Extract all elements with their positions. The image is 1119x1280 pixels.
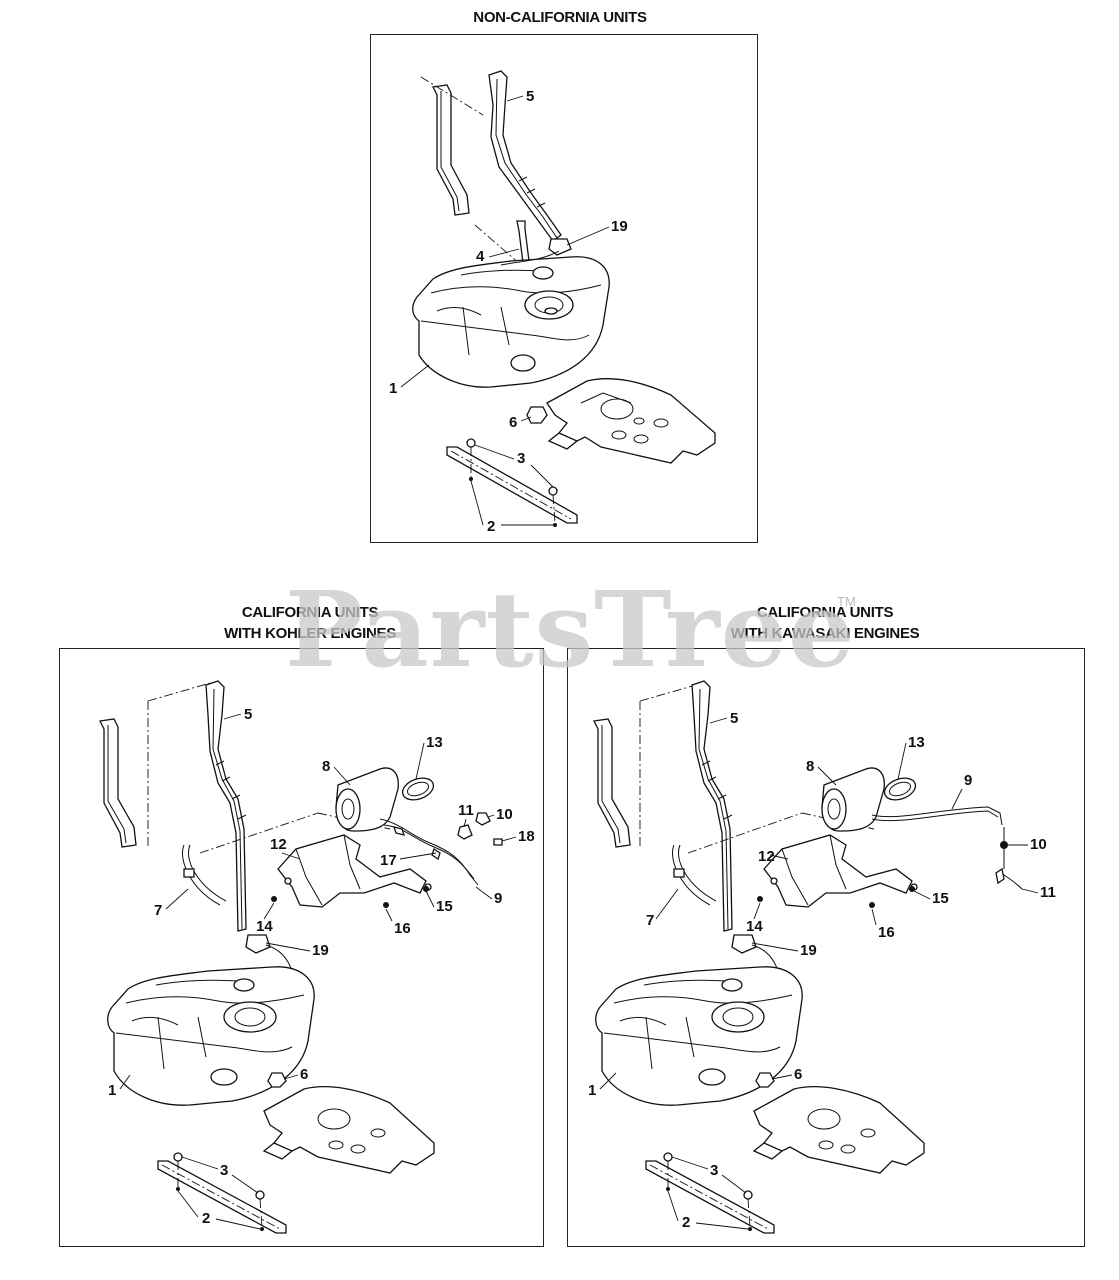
callout-18: 18 [518,828,535,845]
callout-6: 6 [509,414,517,431]
hose-connector [548,238,572,256]
fuel-filler-hose [691,680,733,932]
callout-8: 8 [322,758,330,775]
callout-7: 7 [646,912,654,929]
fuel-tank [107,966,315,1106]
callout-12: 12 [758,848,775,865]
diagram-kohler: 5 13 8 11 10 18 12 17 7 15 9 14 16 [99,680,535,1234]
callout-13: 13 [908,734,925,751]
fuel-tank [412,250,610,388]
callout-19: 19 [611,218,628,235]
callouts-non-california: 5 19 4 1 6 3 2 [389,88,628,535]
canister-bracket [763,834,918,908]
title-non-california: NON-CALIFORNIA UNITS [473,9,647,26]
callout-3: 3 [710,1162,718,1179]
callout-11: 11 [458,802,474,819]
diagram-kawasaki: 5 13 8 9 12 10 7 15 11 14 16 19 1 [588,680,1056,1234]
callout-1: 1 [108,1082,116,1099]
callouts-kawasaki: 5 13 8 9 12 10 7 15 11 14 16 19 1 [588,710,1056,1231]
fuel-line [182,844,227,906]
hardware [757,886,915,908]
canister-clamp [883,777,917,801]
trademark-mark: TM [837,594,856,609]
callouts-kohler: 5 13 8 11 10 18 12 17 7 15 9 14 16 [108,706,535,1230]
callout-1: 1 [389,380,397,397]
fuel-filler-hose [205,680,247,932]
fuel-fitting [755,1072,775,1088]
mounting-strip [446,438,578,527]
title-kohler-line1: CALIFORNIA UNITS [241,604,379,621]
callout-9: 9 [494,890,502,907]
evap-canister [335,767,399,832]
callout-11: 11 [1040,884,1056,901]
callout-15: 15 [436,898,453,915]
callout-2: 2 [487,518,495,535]
callout-6: 6 [794,1066,802,1083]
canister-clamp [401,777,435,801]
callout-19: 19 [312,942,329,959]
callout-16: 16 [878,924,895,941]
mounting-strip [157,1152,287,1234]
fuel-fitting [526,406,548,424]
seat-bracket [99,682,211,849]
partstree-watermark: PartsTree [285,568,856,691]
callout-13: 13 [426,734,443,751]
seat-bracket [420,76,522,266]
title-kohler: CALIFORNIA UNITS WITH KOHLER ENGINES [150,602,470,644]
tank-mounting-plate [546,378,716,464]
callout-3: 3 [517,450,525,467]
callout-9: 9 [964,772,972,789]
diagram-non-california: 5 19 4 1 6 3 2 [389,70,716,535]
fuel-fitting [267,1072,287,1088]
vent-fittings [431,812,503,861]
callout-2: 2 [202,1210,210,1227]
callout-3: 3 [220,1162,228,1179]
callout-5: 5 [244,706,252,723]
callout-2: 2 [682,1214,690,1231]
callout-10: 10 [1030,836,1047,853]
panel-kawasaki: 5 13 8 9 12 10 7 15 11 14 16 19 1 [567,648,1085,1247]
callout-5: 5 [526,88,534,105]
callout-8: 8 [806,758,814,775]
hose-connector [245,934,293,972]
panel-non-california: 5 19 4 1 6 3 2 [370,34,758,543]
seat-bracket [593,684,697,849]
tank-mounting-plate [262,1086,435,1174]
fuel-filler-hose [488,70,562,242]
tank-mounting-plate [752,1086,925,1174]
callout-15: 15 [932,890,949,907]
callout-14: 14 [256,918,273,935]
callout-10: 10 [496,806,513,823]
vent-hose [871,806,1023,890]
title-kawasaki-line1: CALIFORNIA UNITS [756,604,894,621]
title-kohler-line2: WITH KOHLER ENGINES [224,625,396,642]
purge-hose [379,818,479,886]
callout-16: 16 [394,920,411,937]
callout-1: 1 [588,1082,596,1099]
canister-bracket [277,834,432,908]
hardware [271,886,429,908]
callout-4: 4 [476,248,485,265]
callout-6: 6 [300,1066,308,1083]
callout-19: 19 [800,942,817,959]
fuel-line [672,844,717,906]
callout-7: 7 [154,902,162,919]
hose-connector [731,934,779,972]
mounting-strip [645,1152,775,1234]
callout-12: 12 [270,836,287,853]
panel-kohler: 5 13 8 11 10 18 12 17 7 15 9 14 16 [59,648,544,1247]
title-kawasaki: CALIFORNIA UNITS WITH KAWASAKI ENGINES [660,602,990,644]
callout-17: 17 [380,852,397,869]
evap-canister [821,767,885,832]
title-kawasaki-line2: WITH KAWASAKI ENGINES [730,625,920,642]
fuel-tank [595,966,803,1106]
callout-14: 14 [746,918,763,935]
callout-5: 5 [730,710,738,727]
